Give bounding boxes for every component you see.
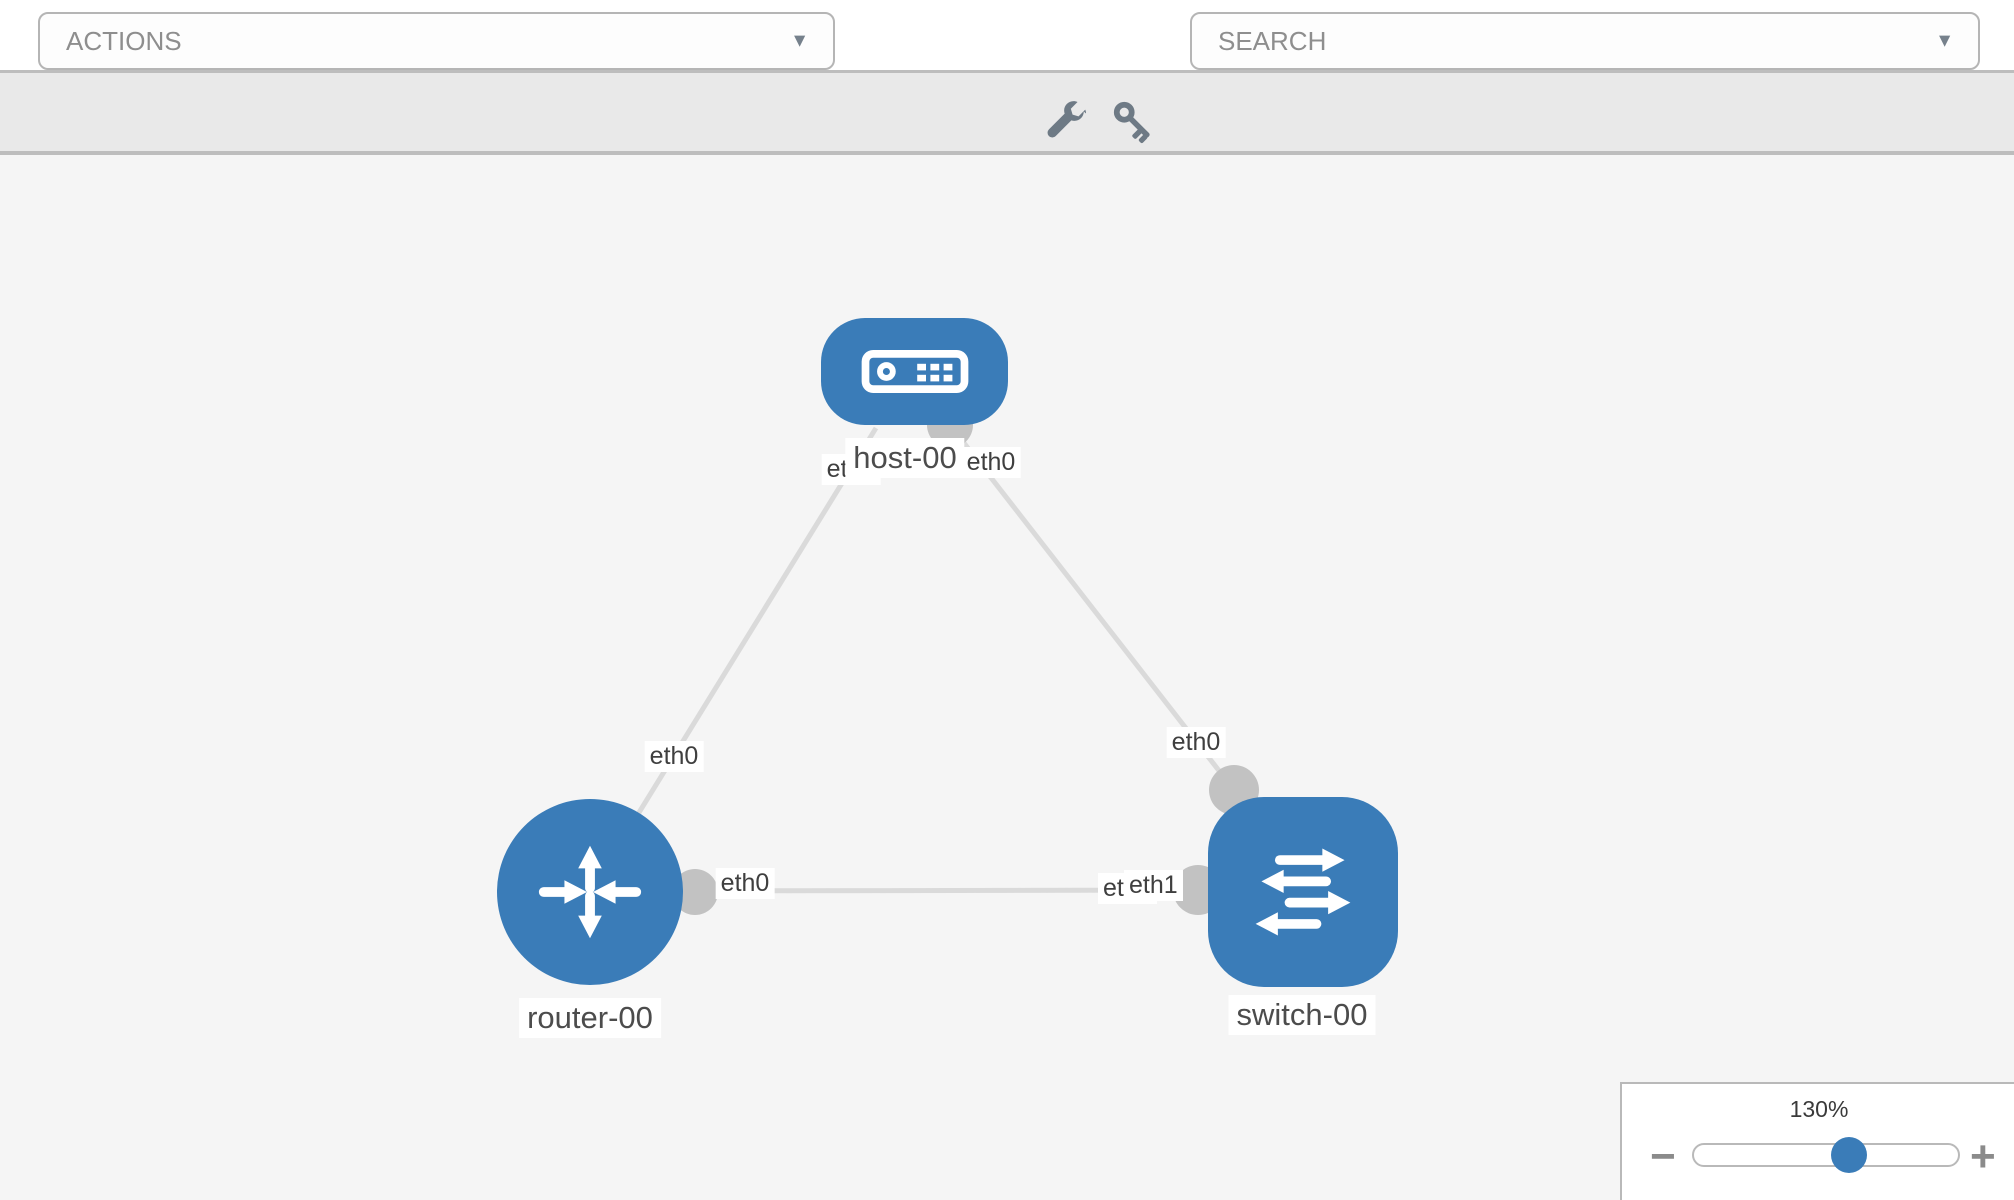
node-router-00[interactable] — [497, 799, 683, 985]
node-label-switch: switch-00 — [1228, 995, 1376, 1035]
node-label-router: router-00 — [519, 998, 661, 1038]
router-icon — [538, 845, 642, 939]
node-switch-00[interactable] — [1208, 797, 1398, 987]
zoom-slider-track[interactable] — [1692, 1137, 1960, 1173]
zoom-controls: − + — [1622, 1134, 2014, 1180]
node-label-host: host-00 — [845, 438, 965, 478]
actions-dropdown[interactable]: ACTIONS ▼ — [38, 12, 835, 70]
interface-label-link-right: eth1 — [1124, 870, 1183, 901]
interface-connector-router — [672, 869, 718, 915]
links-layer — [587, 402, 1259, 915]
tools-button[interactable] — [1036, 96, 1092, 148]
search-dropdown[interactable]: SEARCH ▼ — [1190, 12, 1980, 70]
interface-label-switch-top: eth0 — [1166, 727, 1226, 758]
interface-label-router-top: eth0 — [644, 741, 704, 772]
search-placeholder: SEARCH — [1218, 25, 1327, 56]
zoom-level: 130% — [1789, 1096, 1849, 1122]
switch-icon — [1255, 848, 1351, 936]
actions-dropdown-label: ACTIONS — [66, 25, 182, 56]
key-icon — [1113, 101, 1150, 144]
host-device-icon — [861, 350, 968, 393]
zoom-out-button[interactable]: − — [1650, 1132, 1676, 1181]
credentials-button[interactable] — [1106, 96, 1162, 148]
wrench-icon — [1047, 101, 1086, 138]
node-host-00[interactable] — [821, 318, 1008, 425]
chevron-down-icon: ▼ — [1935, 30, 1954, 52]
zoom-panel: 130% − + — [1620, 1082, 2014, 1200]
zoom-slider-thumb[interactable] — [1831, 1137, 1867, 1173]
topology-canvas[interactable]: host-00 router-00 switch-00 eth0 eth0 et… — [0, 155, 2014, 1200]
chevron-down-icon: ▼ — [790, 30, 809, 52]
zoom-in-button[interactable]: + — [1970, 1132, 1996, 1181]
toolbar — [0, 70, 2014, 155]
interface-label-link-left: eth0 — [715, 868, 775, 899]
interface-label-host-right: eth0 — [961, 447, 1021, 478]
